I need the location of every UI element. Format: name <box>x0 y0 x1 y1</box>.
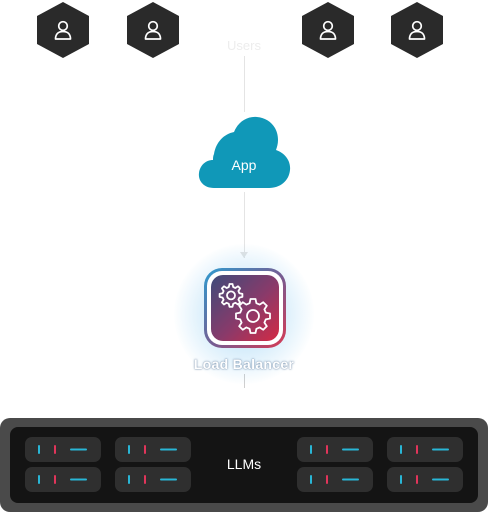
slot-indicator-icon <box>400 475 449 484</box>
user-node-2 <box>127 2 179 58</box>
load-balancer-label: Load Balancer <box>193 356 295 372</box>
load-balancer-face <box>211 275 279 341</box>
user-icon <box>144 20 162 40</box>
llm-slot <box>115 437 191 462</box>
users-label: Users <box>227 38 261 53</box>
user-icon <box>319 20 337 40</box>
user-node-4 <box>391 2 443 58</box>
slot-indicator-icon <box>38 445 87 454</box>
user-icon <box>54 20 72 40</box>
cloud-icon <box>198 116 291 188</box>
user-node-1 <box>37 2 89 58</box>
connector-arrowhead <box>240 252 248 258</box>
slot-indicator-icon <box>38 475 87 484</box>
app-label: App <box>231 157 257 173</box>
connector-lb-llms <box>244 374 245 388</box>
llm-slot <box>297 437 373 462</box>
llm-slot <box>297 467 373 492</box>
user-icon <box>408 20 426 40</box>
llm-slot <box>25 437 101 462</box>
slot-indicator-icon <box>310 475 359 484</box>
slot-indicator-icon <box>400 445 449 454</box>
user-node-3 <box>302 2 354 58</box>
llm-slot <box>25 467 101 492</box>
llms-label: LLMs <box>226 456 262 472</box>
llm-slot <box>387 437 463 462</box>
llm-slot <box>115 467 191 492</box>
connector-users-app <box>244 56 245 112</box>
gears-icon <box>218 283 271 334</box>
slot-indicator-icon <box>128 445 177 454</box>
slot-indicator-icon <box>310 445 359 454</box>
connector-app-lb <box>244 192 245 258</box>
llm-slot <box>387 467 463 492</box>
slot-indicator-icon <box>128 475 177 484</box>
